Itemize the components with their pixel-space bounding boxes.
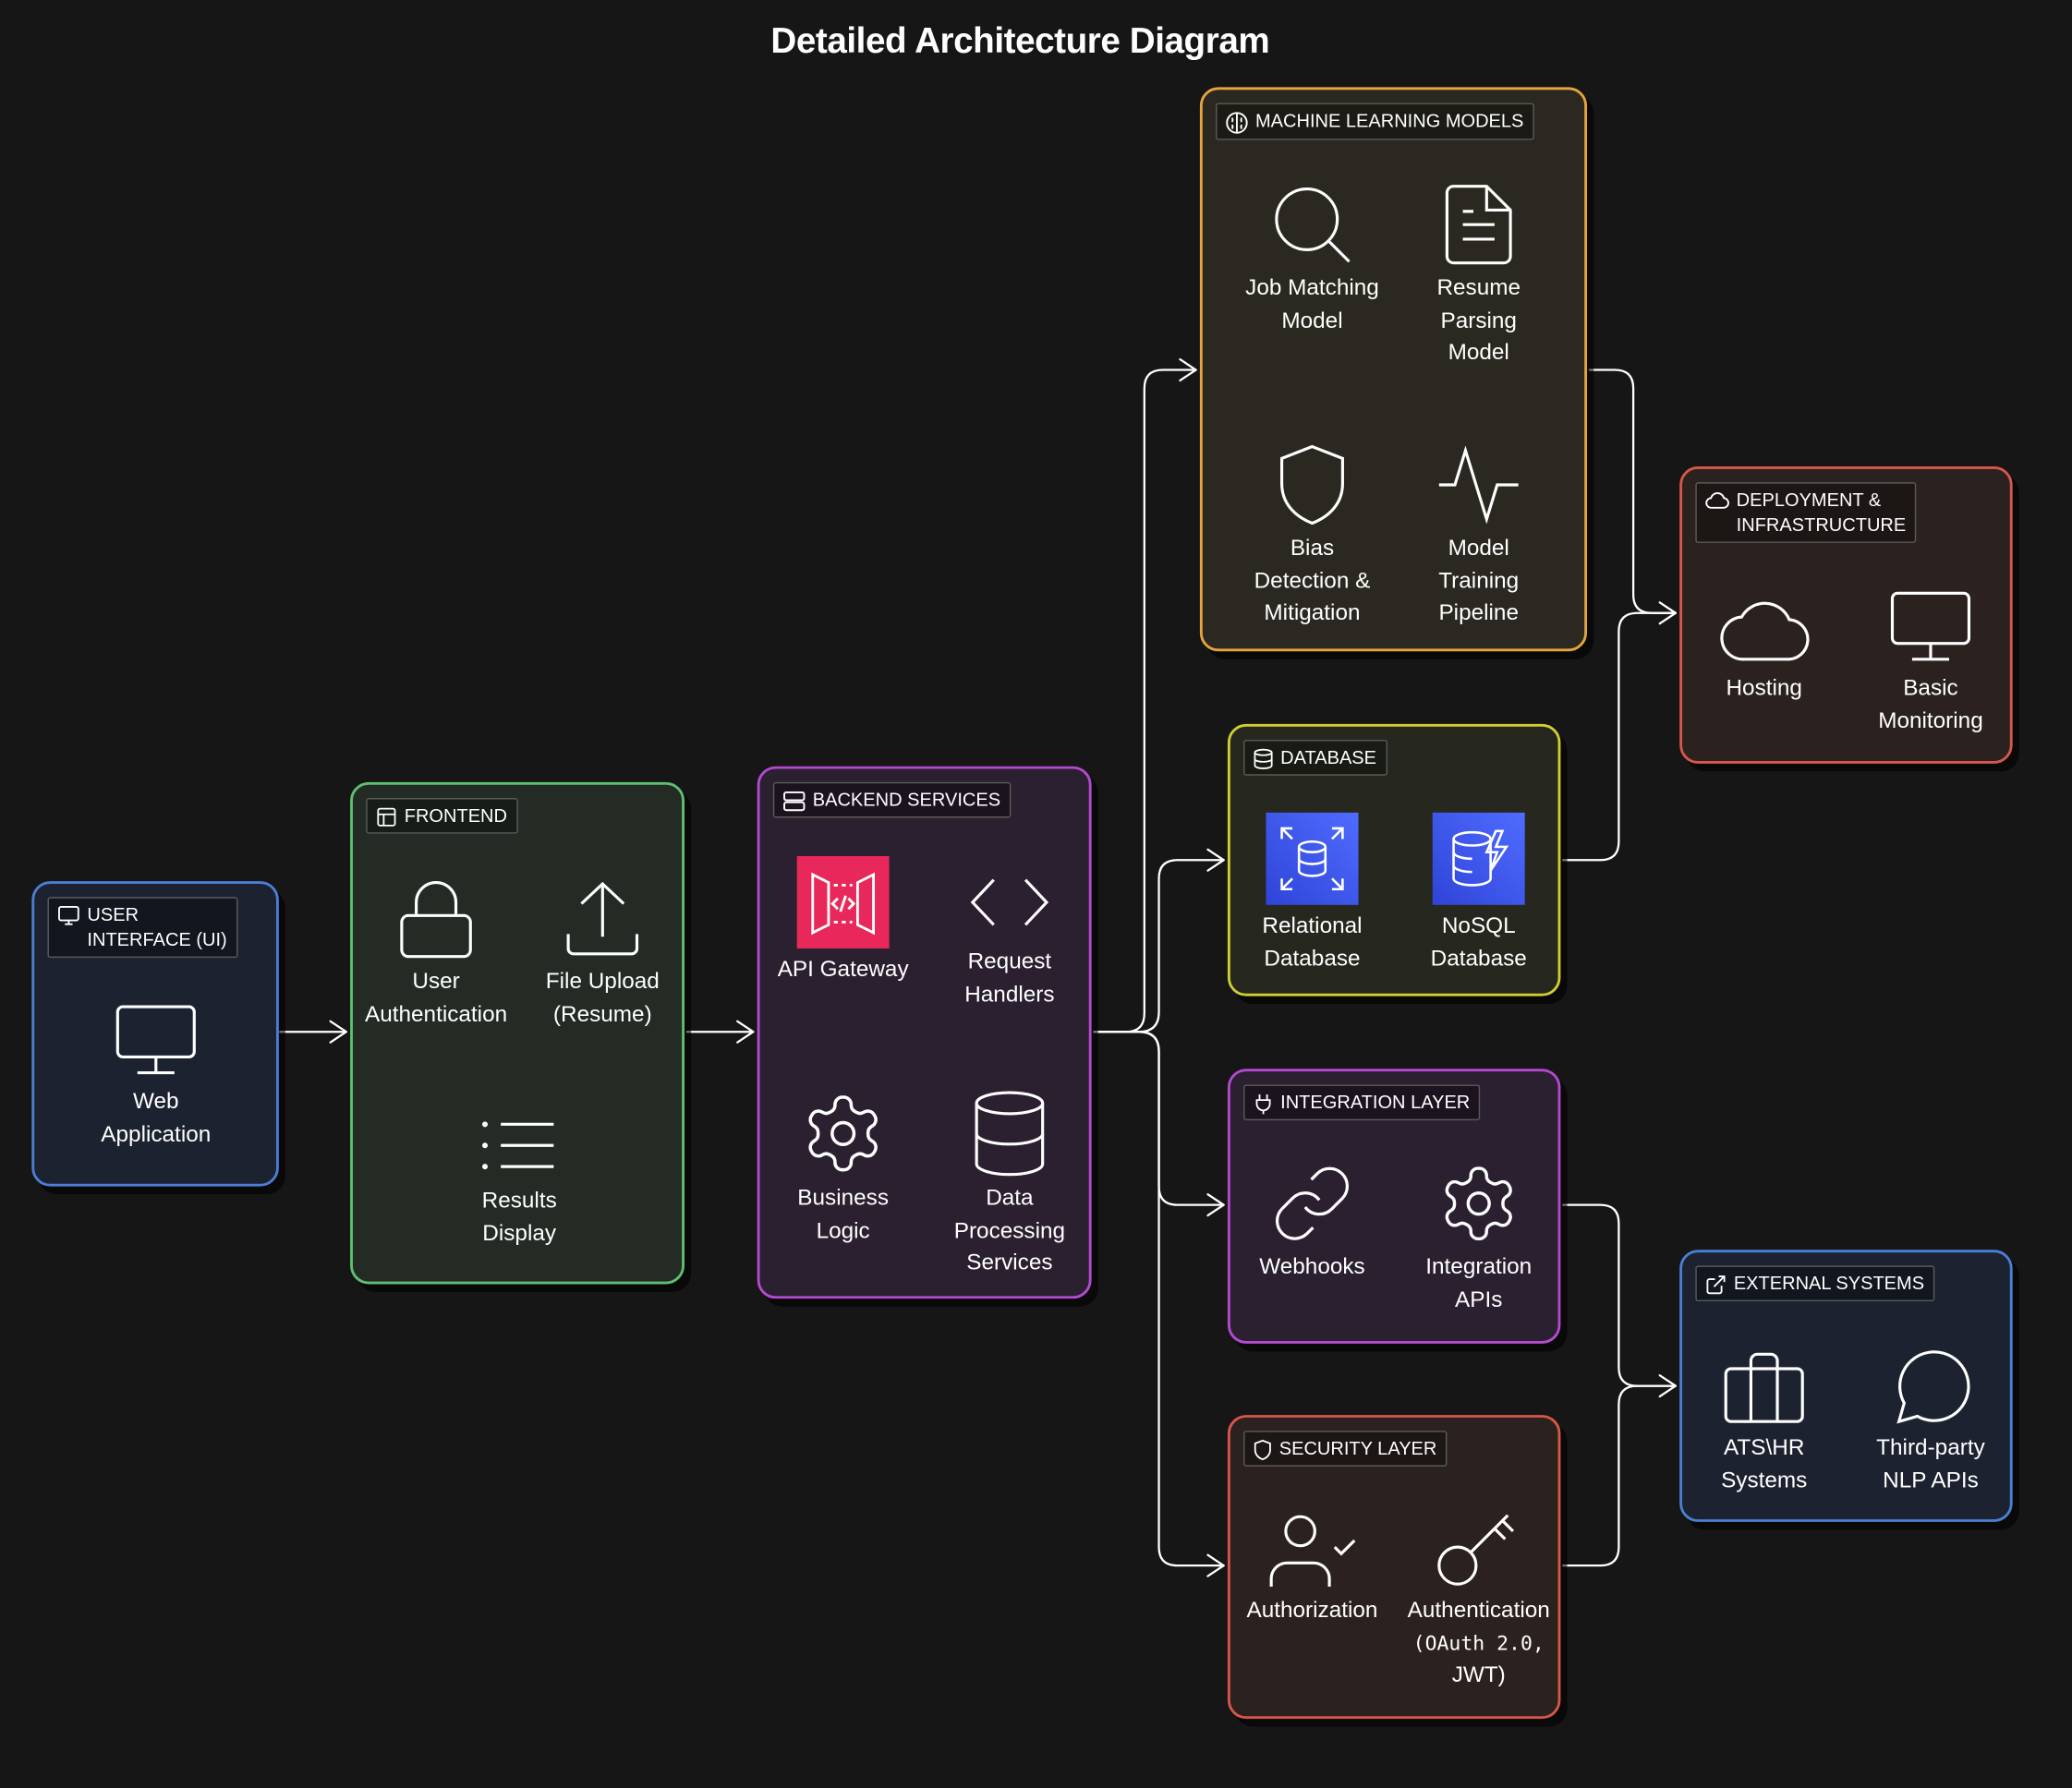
group-label: FRONTEND xyxy=(366,798,518,834)
node-request-handlers[interactable]: Request Handlers xyxy=(924,864,1096,1011)
monitor-icon xyxy=(115,1005,196,1075)
database-icon xyxy=(1254,748,1273,769)
edge-backend-database xyxy=(1093,848,1225,1033)
group-database: DATABASE Relational Database NoSQL Datab… xyxy=(1227,723,1561,997)
group-machine-learning-models: MACHINE LEARNING MODELS Job Matching Mod… xyxy=(1199,87,1588,652)
node-nosql-database[interactable]: NoSQL Database xyxy=(1393,812,1565,975)
node-resume-parsing-model[interactable]: Resume Parsing Model xyxy=(1393,182,1565,368)
node-hosting[interactable]: Hosting xyxy=(1678,593,1850,705)
server-icon xyxy=(783,791,806,812)
shield-icon xyxy=(1254,1439,1271,1461)
key-icon xyxy=(1437,1514,1515,1586)
group-frontend: FRONTEND User Authentication File Upload… xyxy=(350,781,688,1285)
nosql-db-icon xyxy=(1432,812,1525,905)
group-label: BACKEND SERVICES xyxy=(772,781,1012,818)
edge-database-deployment xyxy=(1562,601,1678,862)
node-business-logic[interactable]: Business Logic xyxy=(757,1090,929,1247)
group-external-systems: EXTERNAL SYSTEMS ATS\HR Systems Third-pa… xyxy=(1678,1250,2013,1522)
group-label: SECURITY LAYER xyxy=(1243,1431,1448,1467)
group-label: MACHINE LEARNING MODELS xyxy=(1216,103,1534,140)
list-icon xyxy=(481,1121,554,1170)
node-results-display[interactable]: Results Display xyxy=(433,1105,605,1250)
node-file-upload[interactable]: File Upload (Resume) xyxy=(516,878,688,1031)
node-basic-monitoring[interactable]: Basic Monitoring xyxy=(1845,590,2017,737)
node-webhooks[interactable]: Webhooks xyxy=(1227,1161,1399,1283)
node-third-party-nlp-apis[interactable]: Third-party NLP APIs xyxy=(1845,1347,2017,1497)
relational-db-icon xyxy=(1266,812,1359,905)
edge-ui-frontend xyxy=(279,1020,347,1044)
edge-integration-external xyxy=(1562,1203,1678,1387)
monitor-icon xyxy=(58,906,79,925)
group-deployment-infrastructure: DEPLOYMENT &INFRASTRUCTURE Hosting Basic… xyxy=(1678,465,2013,764)
search-icon xyxy=(1275,187,1351,263)
edge-security-external xyxy=(1562,1374,1678,1567)
cloud-icon xyxy=(1705,492,1729,509)
lock-icon xyxy=(400,881,472,959)
database-icon xyxy=(975,1091,1045,1177)
group-label: DEPLOYMENT &INFRASTRUCTURE xyxy=(1695,482,1917,543)
node-authentication[interactable]: Authentication (OAuth 2.0, JWT) xyxy=(1393,1510,1565,1692)
group-backend-services: BACKEND SERVICES API Gateway Request Han… xyxy=(757,766,1092,1299)
code-icon xyxy=(970,878,1049,926)
link-icon xyxy=(1275,1166,1350,1240)
upload-icon xyxy=(566,881,639,956)
brain-icon xyxy=(1226,112,1248,134)
edge-frontend-backend xyxy=(685,1020,755,1044)
node-authorization[interactable]: Authorization xyxy=(1227,1510,1399,1627)
edge-backend-security xyxy=(1093,1031,1225,1577)
briefcase-icon xyxy=(1724,1352,1804,1423)
node-job-matching-model[interactable]: Job Matching Model xyxy=(1227,182,1399,336)
api-gateway-icon xyxy=(796,855,890,949)
user-check-icon xyxy=(1269,1515,1356,1588)
node-data-processing-services[interactable]: Data Processing Services xyxy=(924,1090,1096,1279)
node-web-application[interactable]: Web Application xyxy=(70,1001,242,1151)
diagram-title: Detailed Architecture Diagram xyxy=(770,20,1270,61)
node-model-training-pipeline[interactable]: Model Training Pipeline xyxy=(1393,442,1565,629)
edge-ml-deployment xyxy=(1588,368,1678,614)
gear-icon xyxy=(1445,1166,1512,1241)
node-user-authentication[interactable]: User Authentication xyxy=(350,878,522,1031)
node-bias-detection[interactable]: Bias Detection & Mitigation xyxy=(1227,442,1399,629)
gear-icon xyxy=(808,1095,878,1172)
shield-icon xyxy=(1280,444,1344,526)
group-label: DATABASE xyxy=(1243,740,1387,776)
node-relational-database[interactable]: Relational Database xyxy=(1227,812,1399,975)
node-ats-hr-systems[interactable]: ATS\HR Systems xyxy=(1678,1347,1850,1497)
plug-icon xyxy=(1255,1094,1271,1115)
layout-icon xyxy=(377,807,396,827)
cloud-icon xyxy=(1720,601,1810,661)
node-integration-apis[interactable]: Integration APIs xyxy=(1393,1161,1565,1315)
group-label: EXTERNAL SYSTEMS xyxy=(1695,1265,1935,1302)
group-label: INTEGRATION LAYER xyxy=(1243,1084,1481,1121)
group-security-layer: SECURITY LAYER Authorization Authenticat… xyxy=(1227,1415,1561,1720)
monitor-icon xyxy=(1890,591,1971,661)
group-integration-layer: INTEGRATION LAYER Webhooks Integration A… xyxy=(1227,1069,1561,1344)
external-link-icon xyxy=(1706,1275,1726,1295)
edge-backend-ml xyxy=(1093,357,1197,1033)
pulse-icon xyxy=(1438,445,1519,525)
node-api-gateway[interactable]: API Gateway xyxy=(757,855,929,986)
chat-icon xyxy=(1896,1350,1970,1424)
document-icon xyxy=(1445,185,1512,265)
